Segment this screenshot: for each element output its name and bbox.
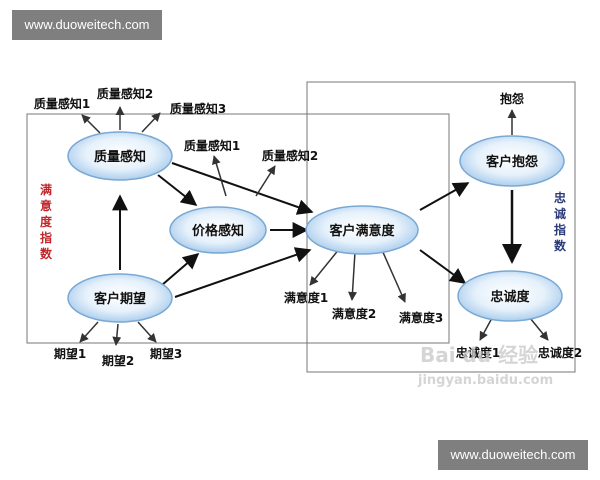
output-arrows [79,106,549,346]
watermark-banner-top: www.duoweitech.com [12,10,162,40]
output-price-1: 质量感知1 [184,138,240,153]
output-expectation-1: 期望1 [54,346,86,361]
node-customer-satisfaction: 客户满意度 [305,205,419,255]
svg-text:数: 数 [554,238,567,253]
svg-text:诚: 诚 [554,206,566,221]
svg-text:满: 满 [40,182,52,197]
arrow-quality-to-satisfaction [171,162,314,215]
output-satisfaction-3: 满意度3 [399,310,443,325]
output-expectation-3: 期望3 [150,346,182,361]
node-satisfaction-label: 客户满意度 [329,223,395,239]
arrow-satisfaction-to-complaint [419,182,470,211]
arrow-expectation-to-price [161,252,200,286]
baidu-url-text: jingyan.baidu.com [417,373,553,388]
satisfaction-index-box [26,113,450,344]
svg-text:指: 指 [554,222,566,237]
output-complaint: 抱怨 [500,91,524,106]
node-quality-perception: 质量感知 [67,131,173,181]
node-customer-expectation: 客户期望 [67,273,173,323]
output-loyalty-1: 忠诚度1 [456,345,500,360]
svg-text:意: 意 [40,198,52,213]
output-price-2: 质量感知2 [262,148,318,163]
svg-text:忠: 忠 [554,190,566,205]
node-complaint-label: 客户抱怨 [486,154,538,170]
satisfaction-index-label: 满 意 度 指 数 [40,182,53,261]
arrow-quality-to-price [157,174,198,206]
node-price-perception: 价格感知 [169,206,267,254]
arrow-satisfaction-to-loyalty [419,249,467,284]
output-quality-3: 质量感知3 [170,101,226,116]
output-quality-1: 质量感知1 [34,96,90,111]
output-loyalty-2: 忠诚度2 [538,345,582,360]
svg-text:数: 数 [40,246,53,261]
node-price-label: 价格感知 [192,223,244,239]
baidu-watermark: Bai du 经验 jingyan.baidu.com [417,343,553,388]
node-loyalty: 忠诚度 [457,270,563,322]
output-expectation-2: 期望2 [102,353,134,368]
svg-text:指: 指 [40,230,52,245]
loyalty-index-label: 忠 诚 指 数 [554,190,567,253]
watermark-banner-bottom: www.duoweitech.com [438,440,588,470]
node-quality-label: 质量感知 [94,149,146,165]
node-expectation-label: 客户期望 [94,291,146,307]
arrow-expectation-to-satisfaction [174,247,312,298]
output-quality-2: 质量感知2 [97,86,153,101]
node-customer-complaint: 客户抱怨 [459,135,565,187]
baidu-logo-text: Bai du 经验 [420,343,538,367]
output-satisfaction-2: 满意度2 [332,306,376,321]
node-loyalty-label: 忠诚度 [490,289,530,305]
svg-text:度: 度 [40,214,53,229]
causal-arrows [112,162,522,298]
output-satisfaction-1: 满意度1 [284,290,328,305]
